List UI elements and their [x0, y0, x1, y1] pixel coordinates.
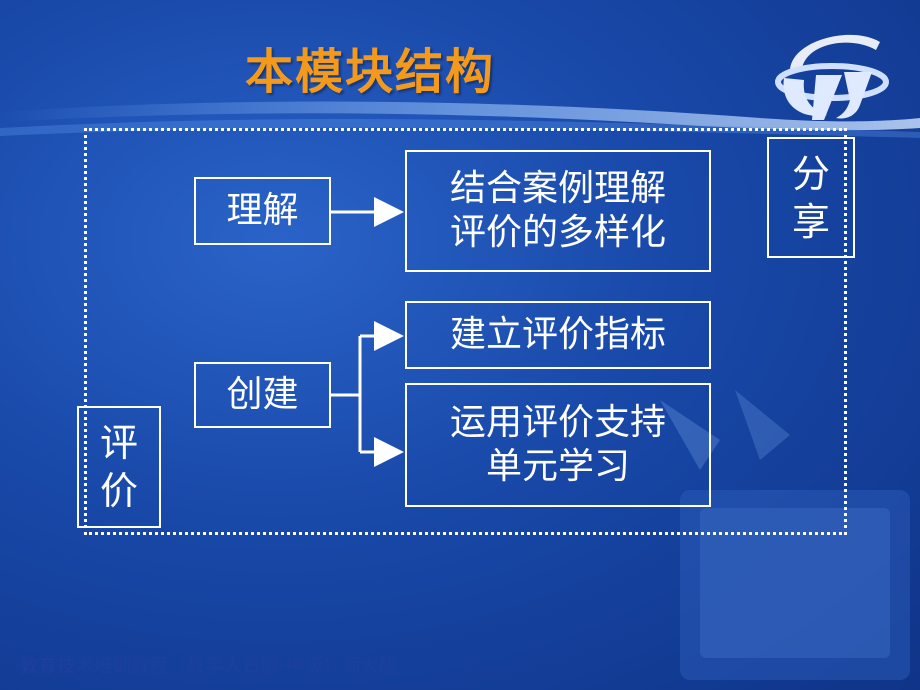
dotted-frame	[84, 128, 847, 535]
understand-target-box: 结合案例理解 评价的多样化	[405, 150, 711, 272]
create-target1-box: 建立评价指标	[405, 301, 711, 369]
create-target2-line1: 运用评价支持	[449, 402, 666, 443]
understand-target-line2: 评价的多样化	[449, 212, 666, 253]
footer-text: 教育技术培训教程（教学人员版·中级）师大版	[20, 656, 398, 677]
create-target2-line2: 单元学习	[485, 446, 630, 487]
understand-target-line1: 结合案例理解	[449, 168, 666, 209]
understand-label: 理解	[226, 190, 299, 231]
create-label: 创建	[226, 374, 299, 415]
create-target1-label: 建立评价指标	[449, 314, 666, 355]
create-box: 创建	[194, 362, 331, 428]
understand-box: 理解	[194, 177, 331, 245]
share-box: 分 享	[767, 137, 855, 258]
evaluate-line2: 价	[99, 469, 138, 513]
monitor-graphic	[660, 390, 910, 680]
evaluate-line1: 评	[99, 421, 138, 465]
evaluate-box: 评 价	[77, 406, 161, 528]
share-line1: 分	[791, 151, 830, 196]
page-title: 本模块结构	[245, 44, 496, 100]
create-target2-box: 运用评价支持 单元学习	[405, 383, 711, 507]
share-line2: 享	[791, 199, 830, 244]
logo-icon	[775, 34, 889, 120]
